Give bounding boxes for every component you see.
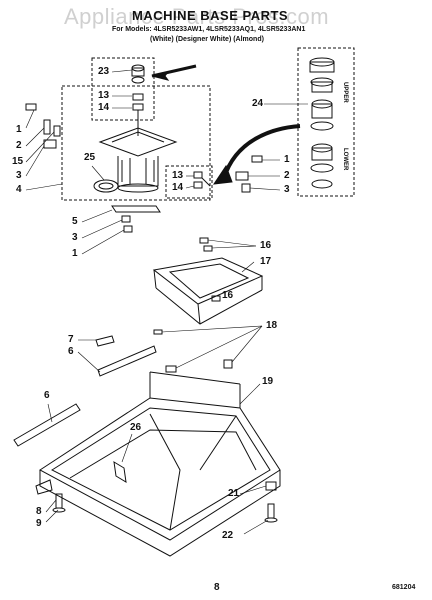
kit-arrow — [222, 124, 301, 179]
callout-26: 26 — [130, 422, 142, 433]
clip-26 — [113, 461, 127, 483]
callout-17: 17 — [260, 256, 272, 267]
seal-part — [93, 179, 119, 193]
callout-15: 15 — [12, 156, 24, 167]
callout-22: 22 — [222, 530, 234, 541]
callout-23: 23 — [98, 66, 110, 77]
bearing-kit — [309, 57, 335, 189]
callout-13-inset: 13 — [172, 170, 184, 181]
tub-support-frame — [152, 257, 264, 325]
pad-18c — [223, 359, 233, 369]
callout-7: 7 — [68, 334, 74, 345]
pad-18b — [165, 365, 177, 373]
rail-6-lower — [13, 403, 81, 447]
callout-19: 19 — [262, 376, 274, 387]
callout-25: 25 — [84, 152, 96, 163]
callout-3-lower: 3 — [72, 232, 78, 243]
rail-6-upper — [97, 345, 157, 377]
callout-9: 9 — [36, 518, 42, 529]
callout-14-inset: 14 — [172, 182, 184, 193]
left-fasteners — [25, 103, 61, 149]
callout-16-lower: 16 — [222, 290, 234, 301]
models-line: For Models: 4LSR5233AW1, 4LSR5233AQ1, 4L… — [112, 26, 306, 33]
kit-label-lower: LOWER — [342, 148, 348, 171]
page-number: 8 — [214, 582, 220, 593]
callout-4: 4 — [16, 184, 22, 195]
colors-line: (White) (Designer White) (Almond) — [150, 36, 264, 43]
watermark: Appliance Parts Pros.com — [64, 4, 330, 29]
callout-1-lower: 1 — [72, 248, 78, 259]
callout-3-right: 3 — [284, 184, 290, 195]
callout-2-left: 2 — [16, 140, 22, 151]
document-code: 681204 — [392, 584, 416, 591]
leader-lines — [25, 69, 308, 535]
upper-dashed-box — [91, 57, 155, 121]
leveling-leg-front — [35, 479, 66, 513]
callout-16-upper: 16 — [260, 240, 272, 251]
page-title: MACHINE BASE PARTS — [132, 8, 289, 23]
callout-21: 21 — [228, 488, 240, 499]
callout-6-upper: 6 — [68, 346, 74, 357]
callout-13-upper: 13 — [98, 90, 110, 101]
main-dashed-box — [61, 85, 211, 201]
inset-dashed-box — [165, 165, 213, 199]
callout-1-left: 1 — [16, 124, 22, 135]
pad-16b — [203, 245, 213, 252]
inset-parts — [193, 171, 211, 189]
right-fasteners — [235, 155, 263, 193]
part-7 — [95, 335, 115, 347]
callout-6-lower: 6 — [44, 390, 50, 401]
callout-2-right: 2 — [284, 170, 290, 181]
callout-24: 24 — [252, 98, 264, 109]
machine-base-frame — [39, 371, 281, 557]
kit-dashed-box — [297, 47, 355, 197]
cap-assembly — [131, 64, 145, 111]
leveling-leg-rear — [264, 481, 278, 523]
callout-5: 5 — [72, 216, 78, 227]
callout-1-right: 1 — [284, 154, 290, 165]
callout-8: 8 — [36, 506, 42, 517]
callout-18: 18 — [266, 320, 278, 331]
callout-3-left: 3 — [16, 170, 22, 181]
pad-18a — [153, 329, 163, 335]
pad-16a — [199, 237, 209, 244]
transmission-assembly — [98, 110, 178, 193]
kit-label-upper: UPPER — [342, 82, 348, 103]
pad-16c — [211, 295, 221, 302]
brake-bracket — [111, 205, 161, 233]
callout-14-upper: 14 — [98, 102, 110, 113]
